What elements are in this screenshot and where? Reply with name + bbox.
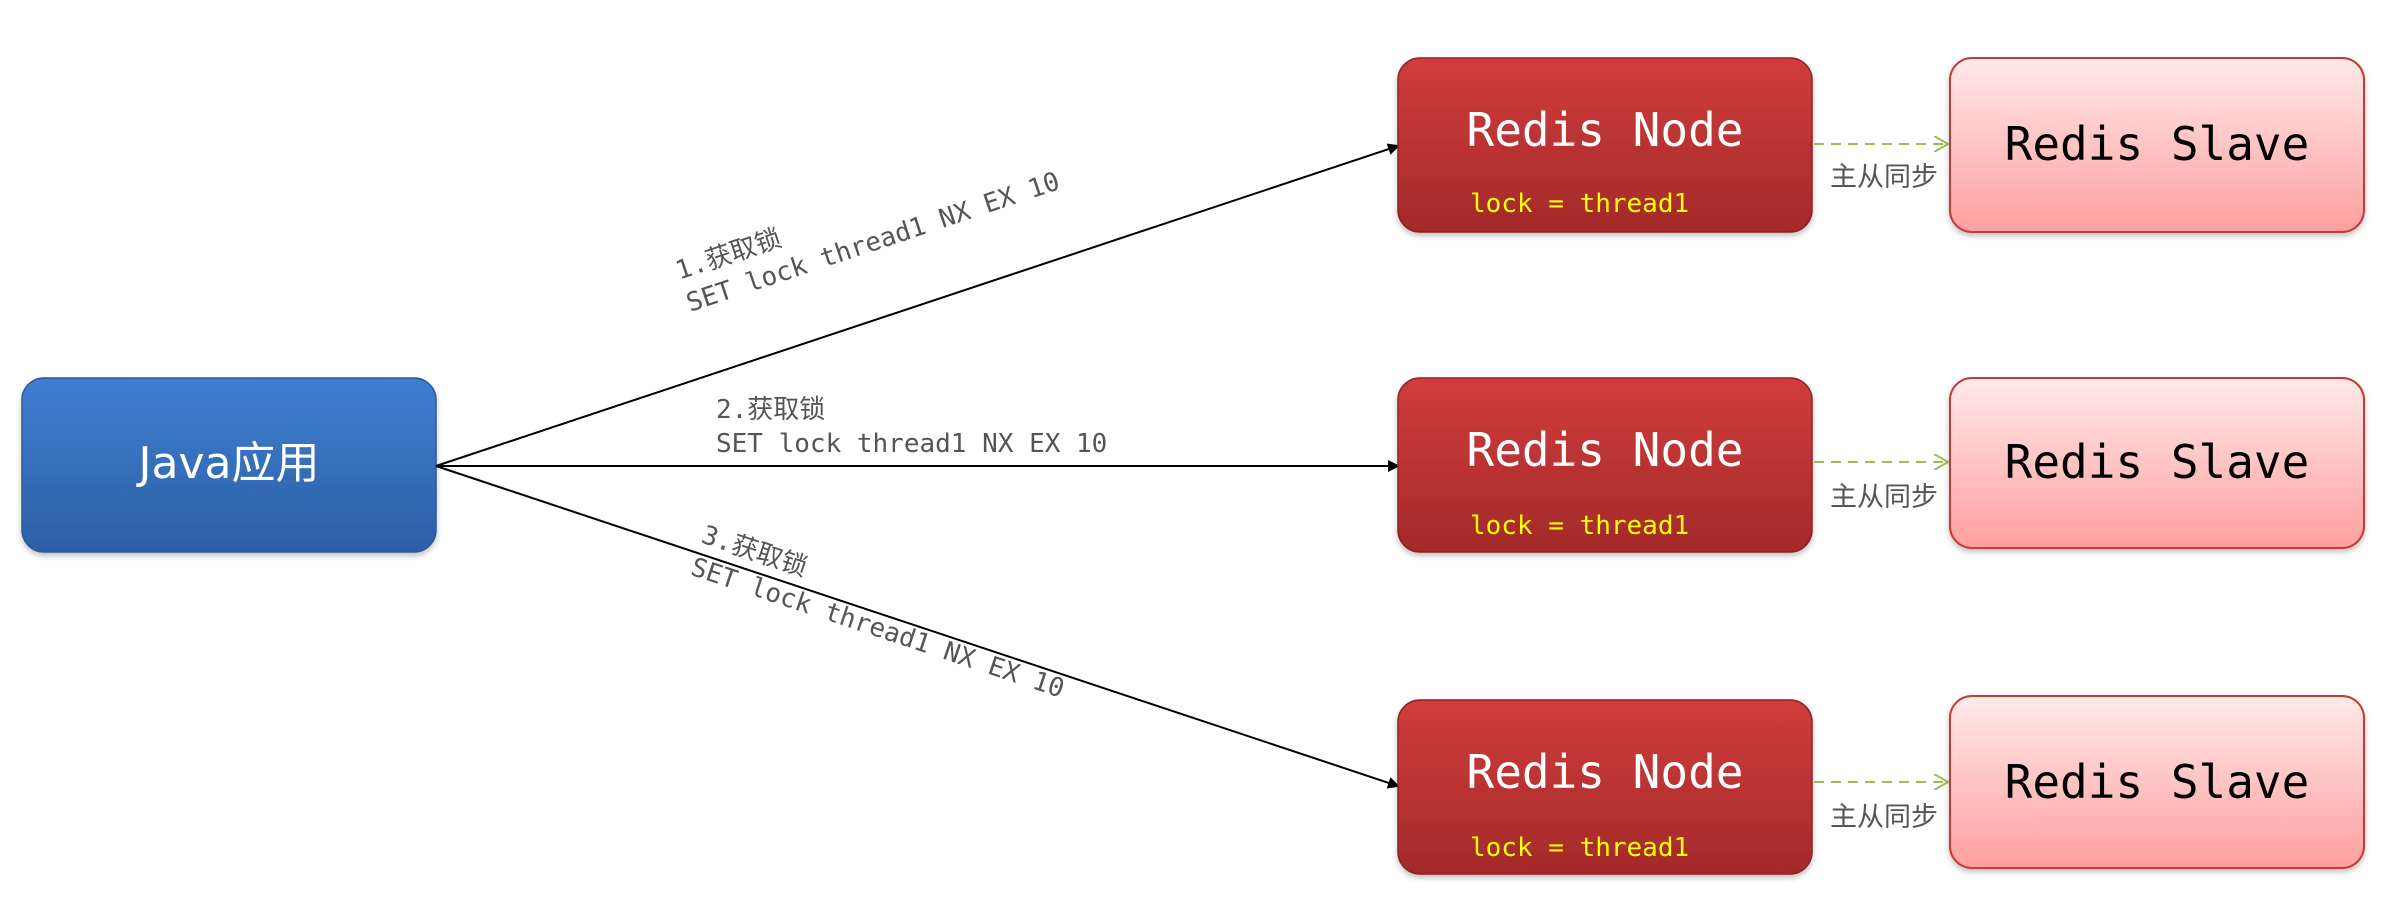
- redis-node-2: Redis Node lock = thread1: [1397, 377, 1813, 553]
- arrow-label-2-step: 2.获取锁: [716, 395, 825, 425]
- java-app-label: Java应用: [136, 438, 320, 489]
- sync-link-1: 主从同步: [1814, 144, 1948, 193]
- redis-node-1-lock: lock = thread1: [1470, 189, 1689, 219]
- arrow-label-3-command: SET lock thread1 NX EX 10: [687, 552, 1068, 704]
- arrow-label-1: 1.获取锁 SET lock thread1 NX EX 10: [672, 167, 1064, 319]
- redis-node-3-title: Redis Node: [1467, 745, 1744, 799]
- redis-node-2-lock: lock = thread1: [1470, 511, 1689, 541]
- lock-arrows: [435, 143, 1400, 789]
- sync-label-3: 主从同步: [1830, 802, 1938, 833]
- sync-label-1: 主从同步: [1830, 162, 1938, 193]
- redis-slave-3-label: Redis Slave: [2005, 755, 2310, 809]
- arrow-to-node-1: [435, 143, 1400, 467]
- redis-slave-1-label: Redis Slave: [2005, 117, 2310, 171]
- arrow-to-node-3: [435, 465, 1400, 789]
- sync-label-2: 主从同步: [1830, 482, 1938, 513]
- redis-slave-2-label: Redis Slave: [2005, 435, 2310, 489]
- arrow-label-2: 2.获取锁 SET lock thread1 NX EX 10: [716, 395, 1107, 459]
- redis-slave-2: Redis Slave: [1949, 377, 2365, 549]
- redis-node-1-title: Redis Node: [1467, 103, 1744, 157]
- arrow-label-3: 3.获取锁 SET lock thread1 NX EX 10: [687, 520, 1068, 704]
- redis-node-2-title: Redis Node: [1467, 423, 1744, 477]
- arrow-label-2-command: SET lock thread1 NX EX 10: [716, 429, 1107, 459]
- redis-slave-3: Redis Slave: [1949, 695, 2365, 869]
- redis-node-3-lock: lock = thread1: [1470, 833, 1689, 863]
- redis-slave-1: Redis Slave: [1949, 57, 2365, 233]
- redis-node-3: Redis Node lock = thread1: [1397, 699, 1813, 875]
- sync-link-2: 主从同步: [1814, 462, 1948, 513]
- java-app-box: Java应用: [21, 377, 437, 553]
- sync-link-3: 主从同步: [1814, 782, 1948, 833]
- redis-node-1: Redis Node lock = thread1: [1397, 57, 1813, 233]
